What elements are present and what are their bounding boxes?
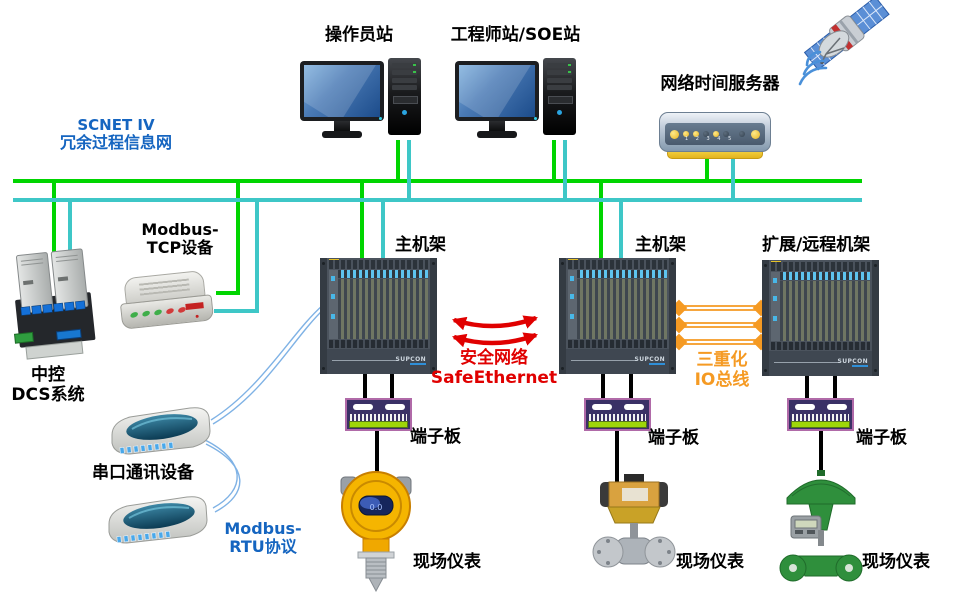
shutoff-ball-valve [592,474,676,568]
serial-cables [204,304,325,513]
io-cables [363,374,837,482]
network-time-server: 1 2 3 4 5 [659,112,771,159]
scnet-line1: SCNET IV [77,116,155,134]
main-rack-2: SUPCON [559,258,676,374]
time-server-label: 网络时间服务器 [660,74,780,94]
modbus-rtu-label: Modbus- RTU协议 [210,519,316,557]
modbus-tcp-line1: Modbus- [141,220,219,239]
dcs-line2: DCS系统 [11,384,85,405]
terminal-board-1-label: 端子板 [410,427,461,447]
rack-brand-label: SUPCON [634,356,665,363]
engineer-workstation [455,58,577,153]
extension-rack-label: 扩展/远程机架 [762,235,871,255]
control-valve [779,470,863,582]
triple-line1: 三重化 [696,350,748,370]
terminal-board-2 [584,398,651,431]
monitor [300,61,384,121]
terminal-board-2-label: 端子板 [648,428,699,448]
modbus-rtu-line1: Modbus- [224,519,302,538]
satellite-dish [818,30,850,64]
main-rack-2-label: 主机架 [635,235,686,255]
field-instrument-1-label: 现场仪表 [413,552,481,572]
modbus-tcp-line2: TCP设备 [146,238,214,258]
scnet-cyan-bus [13,140,862,313]
pressure-transmitter: 0.0 [340,471,412,592]
modbus-rtu-line2: RTU协议 [229,537,297,557]
terminal-board-3 [787,398,854,431]
dcs-controller-device [13,248,96,360]
transmitter-display: 0.0 [370,503,383,512]
main-rack-1-label: 主机架 [395,235,446,255]
scnet-green-bus [13,140,862,295]
triple-io-bus [670,299,770,351]
operator-workstation [300,58,422,153]
triple-io-label: 三重化 IO总线 [676,350,768,390]
monitor [455,61,539,121]
field-instrument-3-label: 现场仪表 [862,552,930,572]
safe-line2: SafeEthernet [430,367,558,388]
satellite-icon [798,0,890,86]
signal-waves [798,50,828,86]
modbus-tcp-device [117,269,215,334]
serial-device-1 [111,407,211,455]
scnet-line2: 冗余过程信息网 [59,133,172,153]
field-instrument-2-label: 现场仪表 [676,552,744,572]
terminal-board-3-label: 端子板 [856,428,907,448]
safe-line1: 安全网络 [460,348,528,368]
dcs-system-label: 中控 DCS系统 [0,365,96,405]
computer-tower [388,58,421,135]
main-rack-1: SUPCON [320,258,437,374]
safeethernet-label: 安全网络 SafeEthernet [426,348,562,388]
engineer-station-label: 工程师站/SOE站 [450,25,581,45]
computer-tower [543,58,576,135]
terminal-board-1 [345,398,412,431]
triple-line2: IO总线 [694,369,750,390]
rack-brand-label: SUPCON [395,356,426,363]
scnet-network-label: SCNET IV 冗余过程信息网 [35,116,197,153]
dcs-line1: 中控 [31,365,65,385]
extension-rack: SUPCON [762,260,879,376]
safeethernet-arrows [452,315,538,348]
serial-device-2 [108,496,208,544]
rack-brand-label: SUPCON [837,358,868,365]
operator-station-label: 操作员站 [325,25,393,45]
modbus-tcp-label: Modbus- TCP设备 [123,220,237,258]
time-server-port-digits: 1 2 3 4 5 [685,136,735,142]
serial-device-label: 串口通讯设备 [92,463,194,483]
